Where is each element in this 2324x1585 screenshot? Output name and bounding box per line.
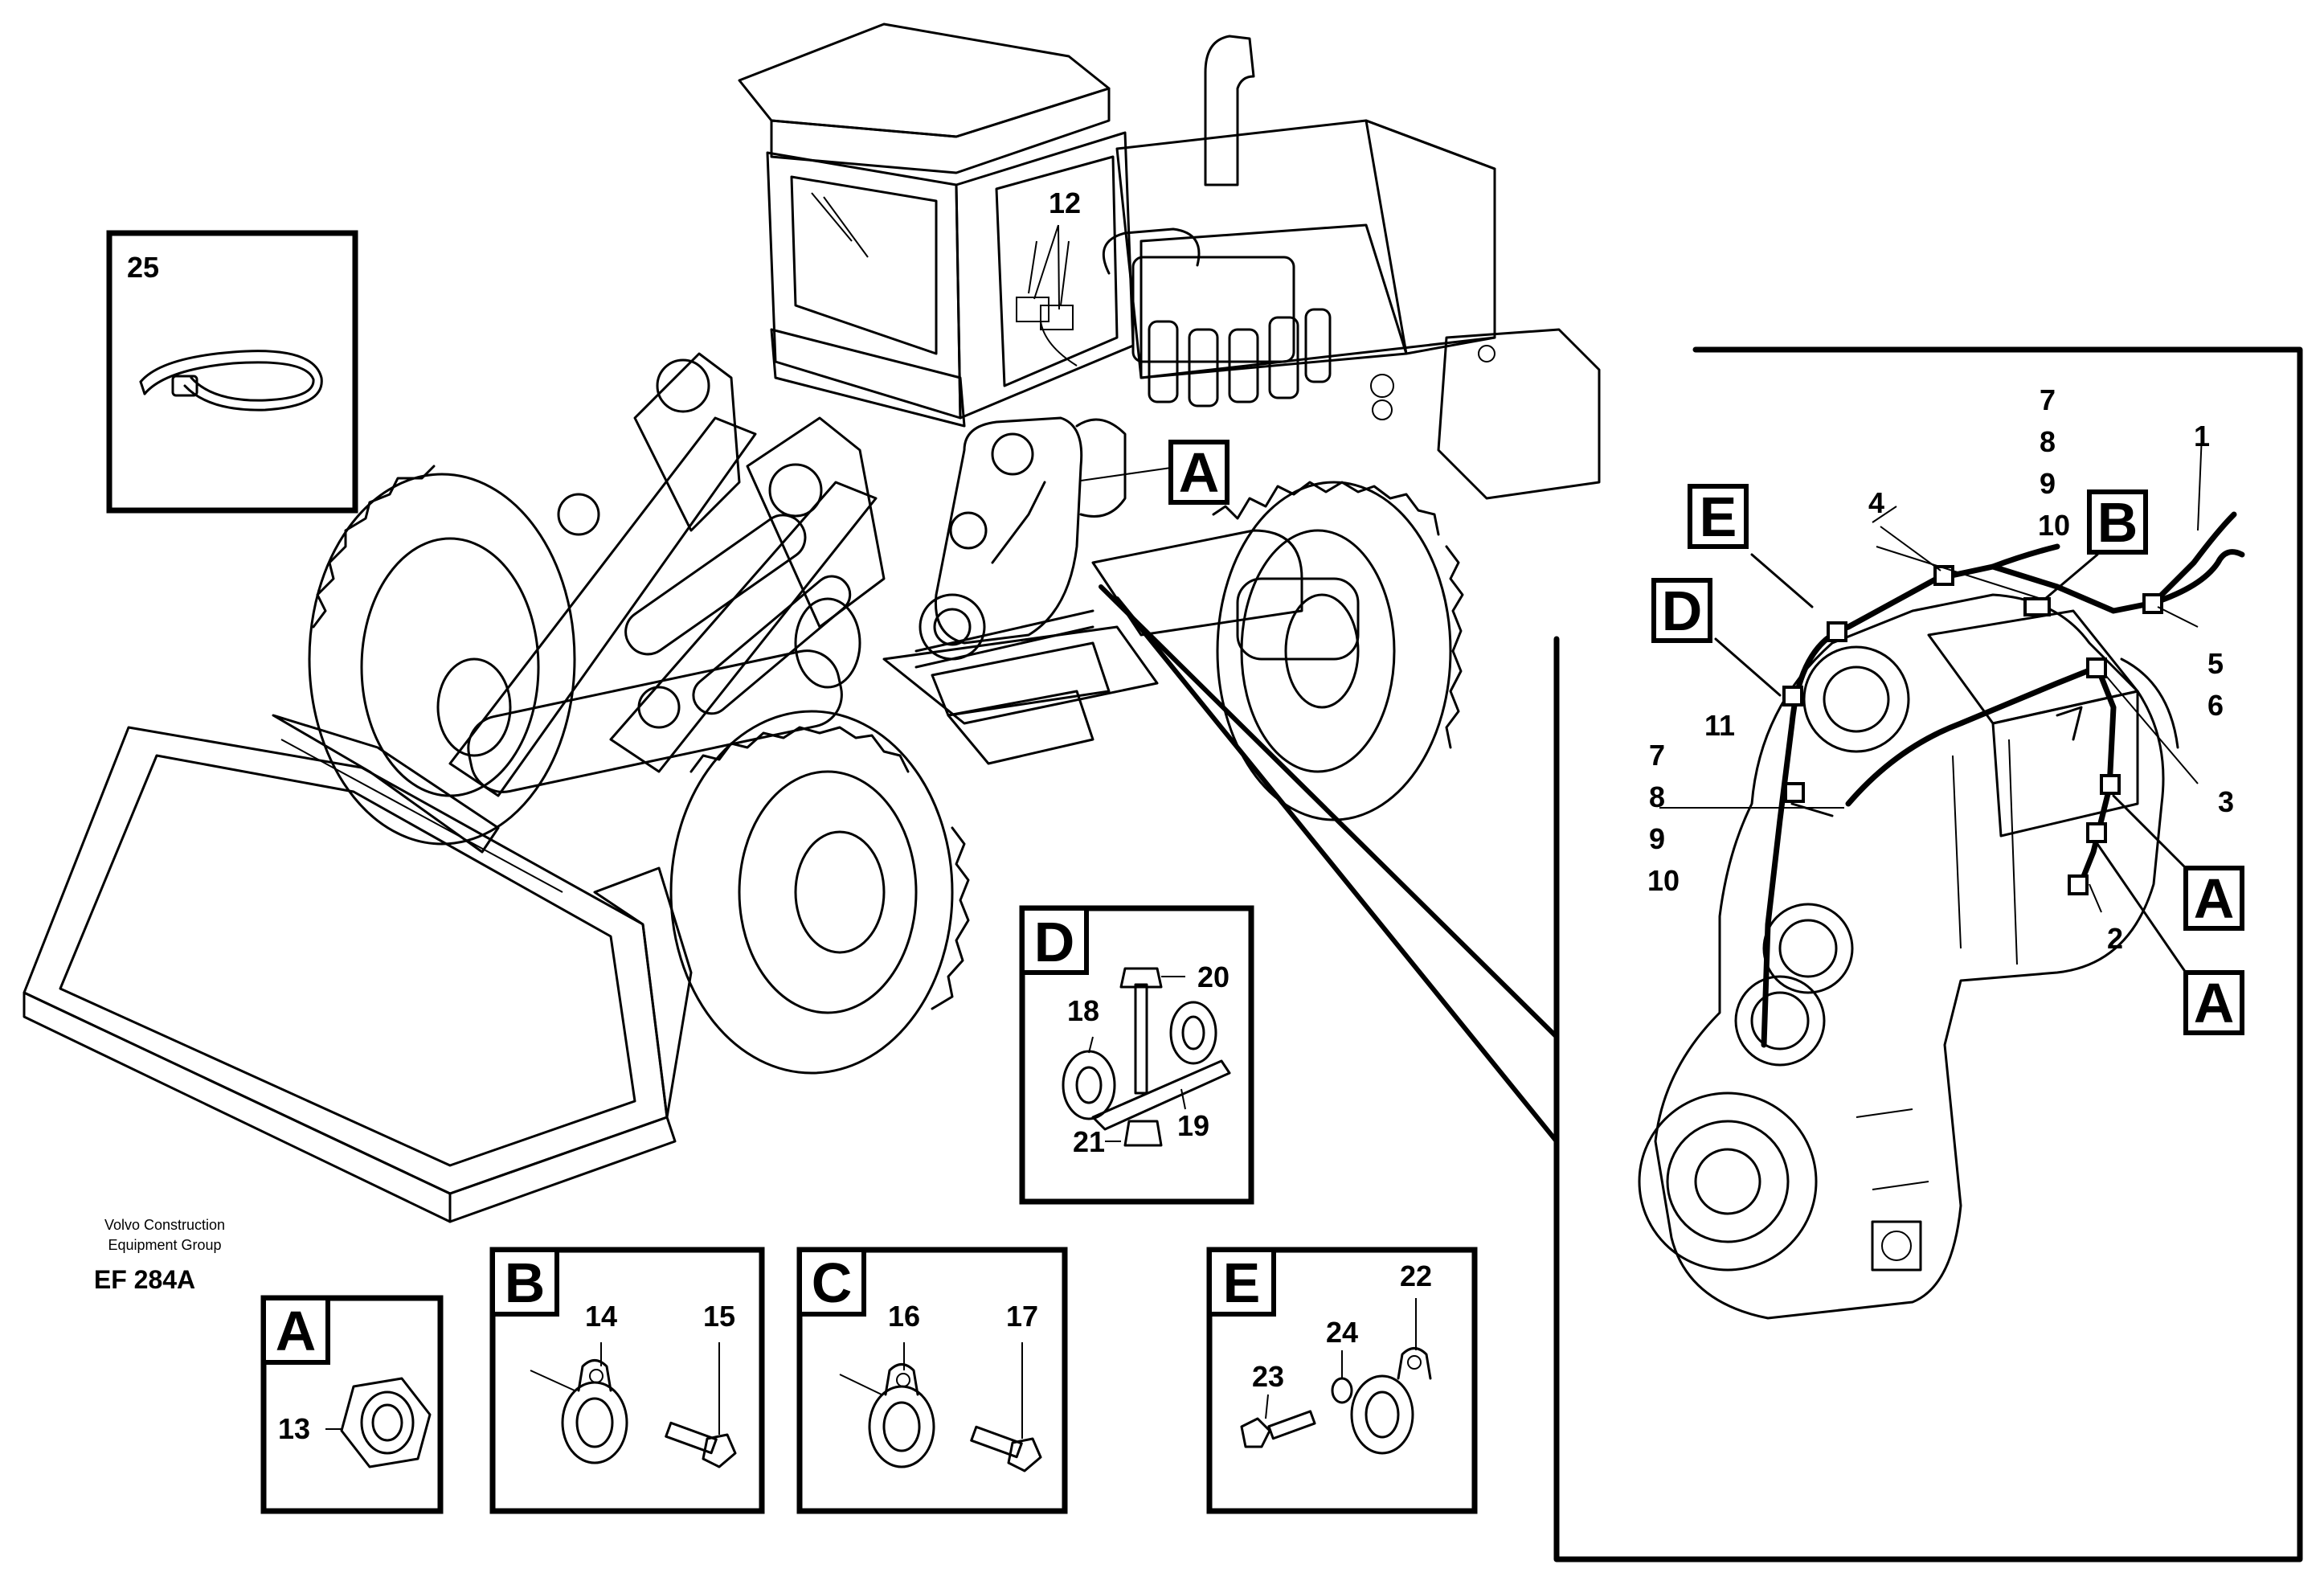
hose-clamp-c-drawing [839, 1342, 1042, 1472]
tag-a-lower-label: A [2194, 972, 2235, 1034]
callout-22: 22 [1400, 1259, 1432, 1292]
callout-10-left: 10 [1647, 864, 1680, 897]
transmission-detail [1638, 593, 2179, 1320]
diagram-code: EF 284A [94, 1265, 195, 1294]
callout-10-top: 10 [2038, 509, 2070, 542]
callout-14: 14 [585, 1300, 617, 1333]
zoom-leader-lines [1659, 433, 2203, 974]
callout-9-left: 9 [1649, 822, 1665, 855]
tag-main-a [1168, 440, 1230, 505]
main-leader-lines [1033, 224, 1559, 1144]
tag-a-upper [2183, 866, 2244, 931]
callout-8-top: 8 [2040, 425, 2056, 458]
tag-b-label: B [2097, 491, 2138, 554]
callout-21: 21 [1073, 1125, 1105, 1158]
detail-b-letter: B [505, 1251, 546, 1314]
detail-a-tag [261, 1296, 330, 1365]
nut-icon [325, 1377, 432, 1468]
callout-13: 13 [278, 1412, 310, 1445]
callout-15: 15 [703, 1300, 735, 1333]
callout-23: 23 [1252, 1360, 1284, 1393]
callout-7-top: 7 [2040, 383, 2056, 416]
cable-tie-icon [139, 350, 323, 412]
tag-main-a-label: A [1179, 441, 1220, 504]
tag-d [1651, 578, 1712, 643]
wheel-loader-illustration [23, 23, 1601, 1223]
hose-clamp-e-drawing [1240, 1298, 1432, 1455]
detail-d-letter: D [1034, 911, 1075, 973]
clamp-bracket-d-drawing [1062, 967, 1231, 1147]
detail-c-letter: C [812, 1251, 853, 1314]
company-line-1: Volvo Construction [104, 1217, 225, 1233]
callout-18: 18 [1067, 994, 1099, 1027]
company-line-2: Equipment Group [108, 1237, 221, 1253]
callout-5: 5 [2207, 647, 2224, 680]
detail-25-box [106, 230, 358, 514]
tag-b [2087, 489, 2148, 555]
callout-12: 12 [1049, 186, 1081, 219]
callout-4: 4 [1868, 486, 1884, 519]
tag-a-upper-label: A [2194, 867, 2235, 930]
detail-e-letter: E [1223, 1251, 1261, 1314]
hose-clamp-b-drawing [530, 1342, 737, 1468]
callout-20: 20 [1197, 960, 1230, 993]
callout-17: 17 [1006, 1300, 1038, 1333]
callout-24: 24 [1326, 1316, 1358, 1349]
callout-8-left: 8 [1649, 780, 1665, 813]
detail-25-number: 25 [127, 251, 159, 284]
detail-d-tag [1020, 906, 1089, 975]
tag-e [1688, 484, 1749, 549]
callout-16: 16 [888, 1300, 920, 1333]
callout-3: 3 [2218, 785, 2234, 818]
detail-c-tag [797, 1247, 866, 1317]
callout-1: 1 [2194, 420, 2210, 453]
detail-e-tag [1207, 1247, 1276, 1317]
callout-6: 6 [2207, 689, 2224, 722]
callout-11: 11 [1704, 709, 1735, 742]
callout-19: 19 [1177, 1109, 1209, 1142]
detail-b-tag [490, 1247, 559, 1317]
detail-a-letter: A [276, 1300, 317, 1362]
tag-d-label: D [1662, 580, 1703, 642]
tag-e-label: E [1700, 485, 1737, 548]
wire-harness [1761, 511, 2245, 1048]
callout-7-left: 7 [1649, 739, 1665, 772]
tag-a-lower [2183, 970, 2244, 1035]
callout-2: 2 [2107, 922, 2123, 955]
callout-9-top: 9 [2040, 467, 2056, 500]
